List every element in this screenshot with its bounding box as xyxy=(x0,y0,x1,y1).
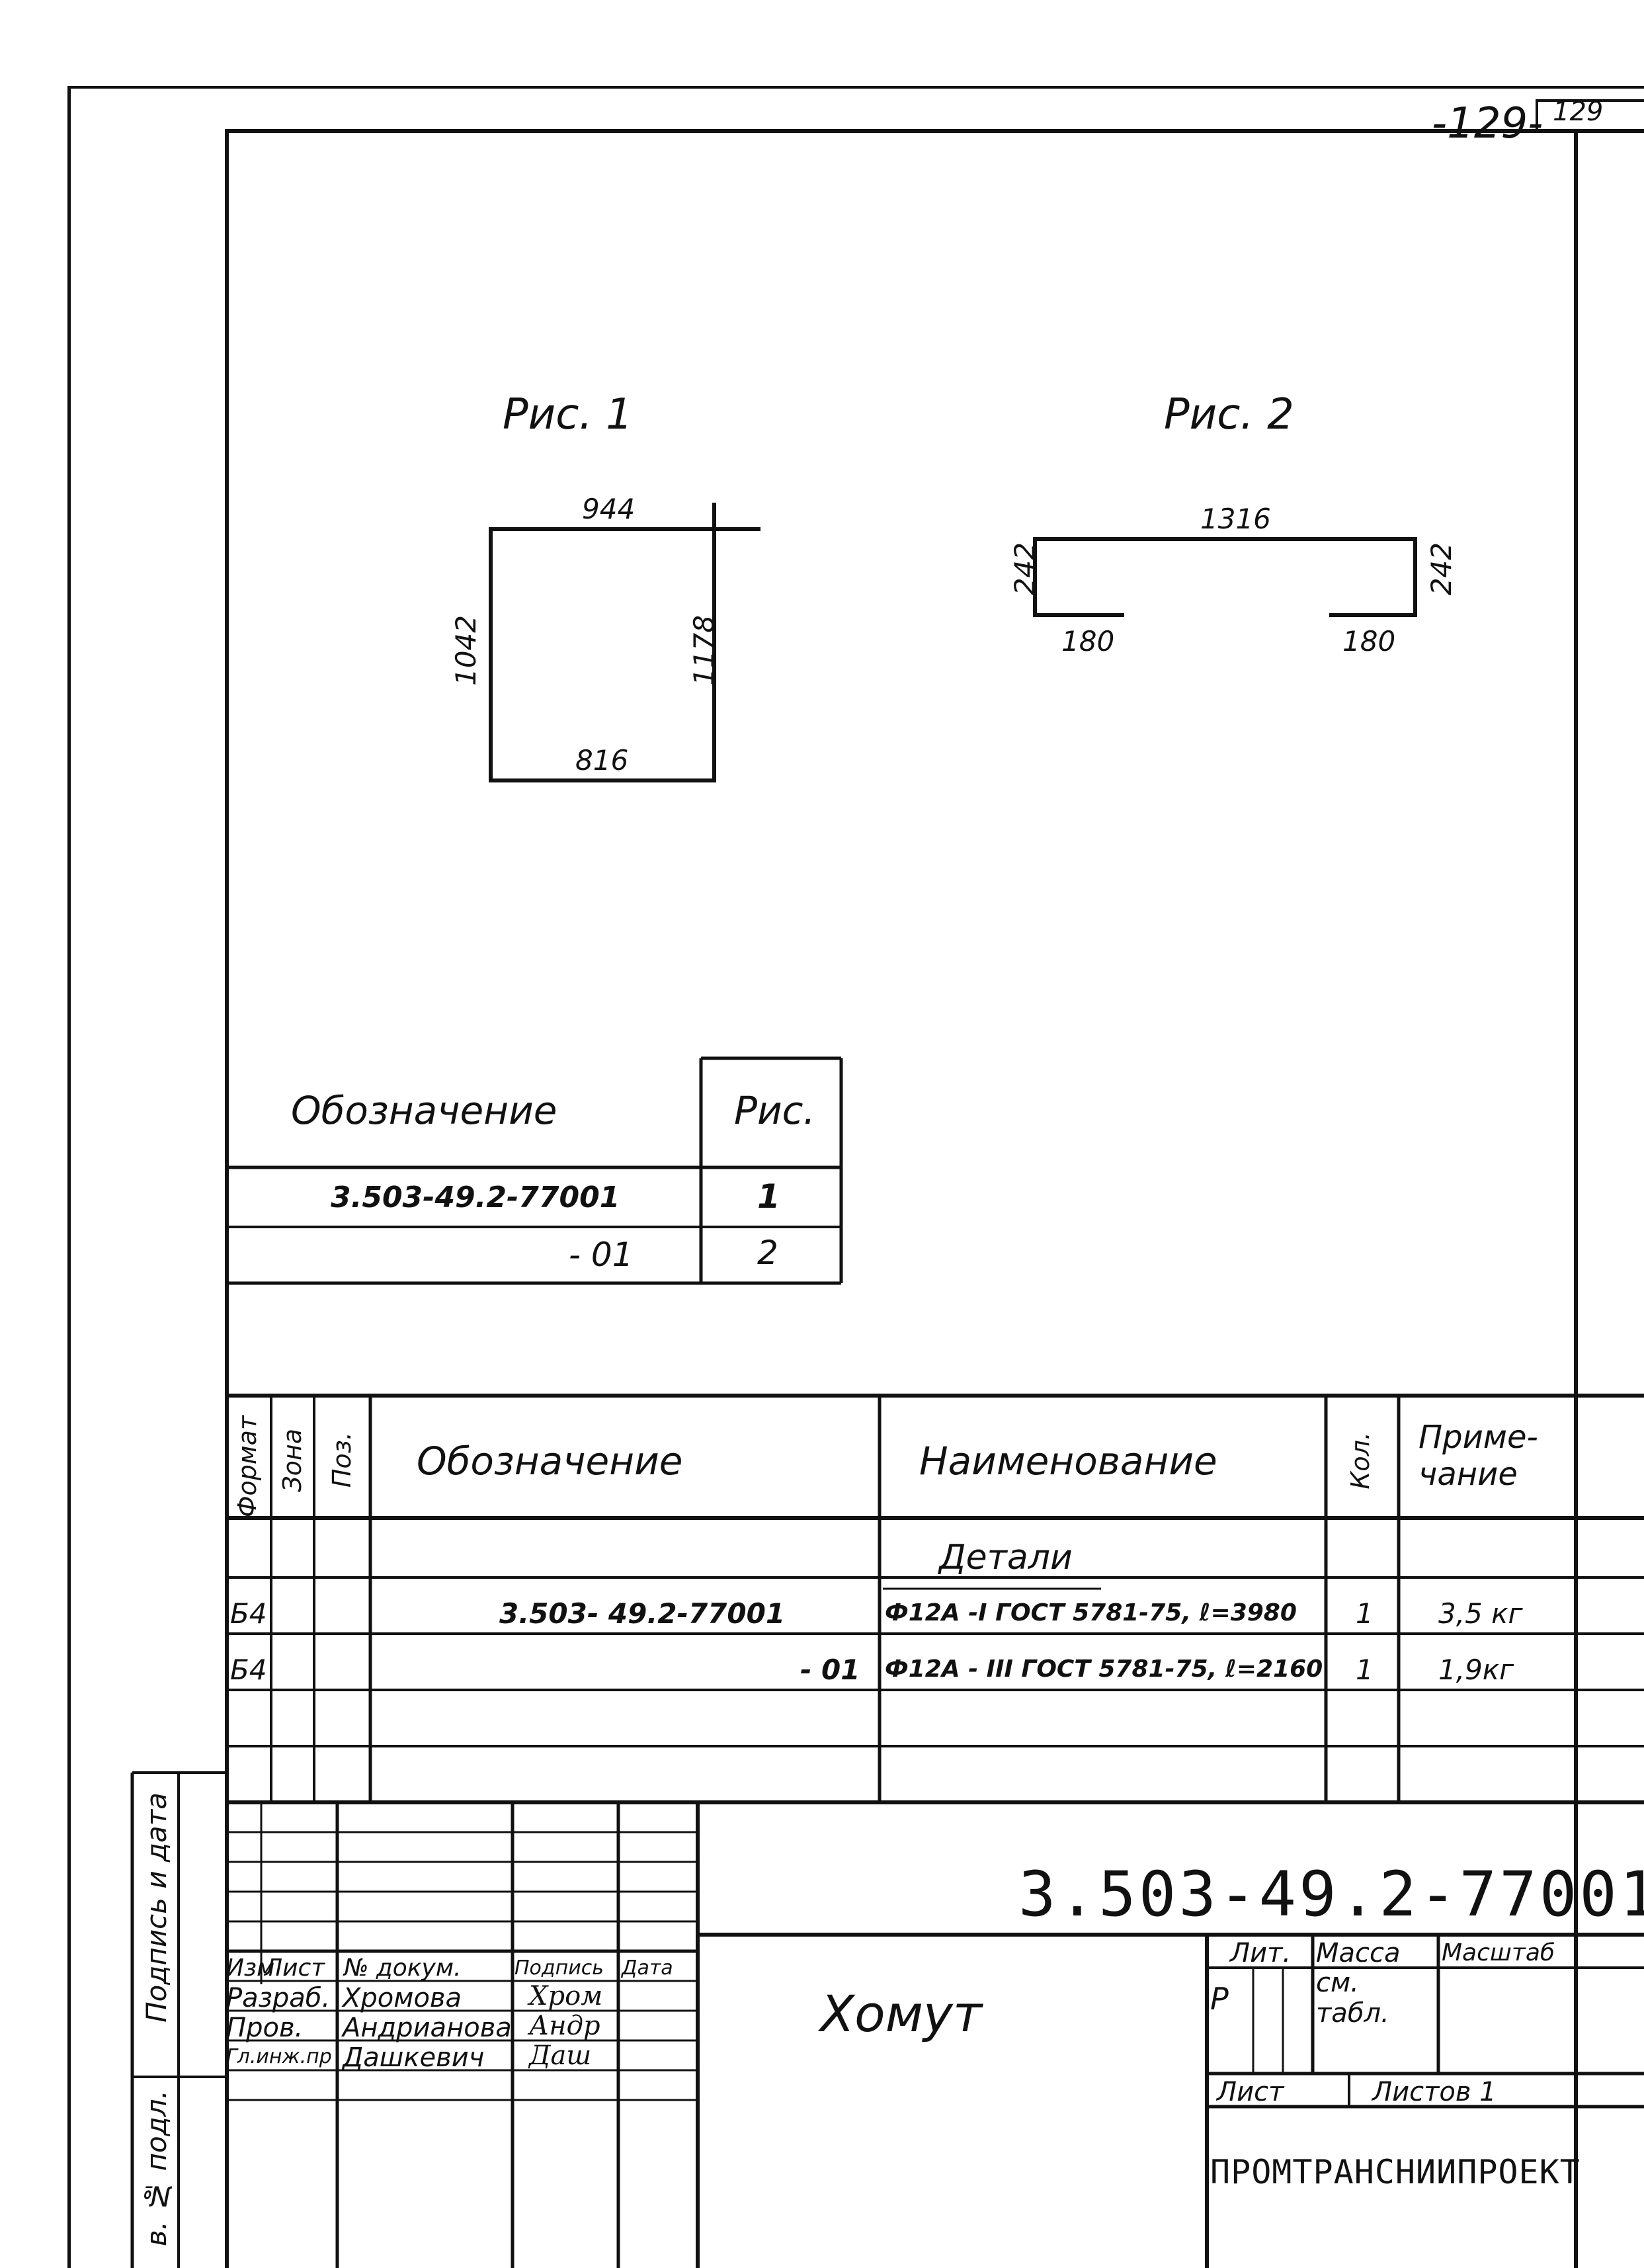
tb-sheet-label: Лист xyxy=(1217,2077,1284,2107)
tb-organization: ПРОМТРАНСНИИПРОЕКТ xyxy=(1210,2153,1581,2191)
spec-header-designation: Обозначение xyxy=(417,1439,683,1484)
figure2-dim-left-foot: 180 xyxy=(1061,625,1115,657)
tb-col-doc: № докум. xyxy=(344,1954,462,1982)
variant-header-figure: Рис. xyxy=(734,1088,815,1133)
tb-col-list: Лист xyxy=(265,1954,325,1982)
tb-mass-value: см. табл. xyxy=(1316,1968,1389,2029)
tb-name-checker: Андрианова xyxy=(343,2013,512,2043)
tb-lit-label: Лит. xyxy=(1230,1938,1292,1968)
spec-row2-designation: - 01 xyxy=(800,1654,860,1686)
tb-role-developer: Разраб. xyxy=(226,1983,331,2013)
figure1-dim-bottom: 816 xyxy=(575,744,629,777)
spec-row2-note: 1,9кг xyxy=(1438,1654,1514,1686)
title-block-code: 3.503-49.2-77001 xyxy=(1018,1859,1644,1931)
tb-role-checker: Пров. xyxy=(226,2013,304,2043)
figure1-title: Рис. 1 xyxy=(503,390,633,439)
tb-mass-label: Масса xyxy=(1316,1938,1401,1968)
tb-sig-chief-engineer: Даш xyxy=(529,2040,592,2071)
tb-col-izm: Изм xyxy=(226,1954,275,1982)
tb-sheets-label: Листов 1 xyxy=(1372,2077,1497,2107)
spec-row2-qty: 1 xyxy=(1356,1654,1374,1686)
figure1-dim-top: 944 xyxy=(582,493,636,525)
tb-lit-value: Р xyxy=(1210,1981,1229,2017)
sheet-corner-number: 129 xyxy=(1553,97,1604,127)
tb-role-chief-engineer: Гл.инж.пр xyxy=(226,2045,332,2068)
title-block-item-name: Хомут xyxy=(820,1984,983,2043)
figure2-dim-top: 1316 xyxy=(1200,503,1271,535)
page-number: -129- xyxy=(1432,99,1543,148)
variant-header-designation: Обозначение xyxy=(291,1088,557,1133)
spec-row1-name: Ф12А -I ГОСТ 5781-75, ℓ=3980 xyxy=(885,1599,1297,1626)
spec-row1-qty: 1 xyxy=(1356,1597,1374,1630)
drawing-frame xyxy=(225,129,1644,2268)
spec-row2-format: Б4 xyxy=(230,1654,267,1686)
figure1-loop xyxy=(489,527,716,782)
drawing-frame-right xyxy=(1574,129,1578,2268)
figure2-title: Рис. 2 xyxy=(1164,390,1294,439)
tb-col-sign: Подпись xyxy=(514,1956,604,1980)
tb-sig-developer: Хром xyxy=(529,1981,603,2011)
variant-row1-designation: 3.503-49.2-77001 xyxy=(331,1181,620,1214)
spec-row1-format: Б4 xyxy=(230,1597,267,1630)
outer-border-top xyxy=(67,86,1644,89)
outer-border-left xyxy=(67,86,71,2268)
variant-row2-designation: - 01 xyxy=(569,1236,634,1274)
side-label-grid xyxy=(130,1771,225,2268)
figure1-drawing xyxy=(489,503,1417,782)
figure2-bracket xyxy=(1033,537,1417,617)
variant-row1-figure: 1 xyxy=(757,1177,780,1216)
spec-header-note: Приме- чание xyxy=(1418,1419,1538,1493)
spec-header-name: Наименование xyxy=(919,1439,1217,1484)
variant-row2-figure: 2 xyxy=(757,1234,778,1272)
tb-col-date: Дата xyxy=(622,1956,673,1980)
spec-row1-designation: 3.503- 49.2-77001 xyxy=(499,1597,786,1630)
spec-section-details: Детали xyxy=(939,1538,1073,1577)
spec-row1-note: 3,5 кг xyxy=(1438,1597,1523,1630)
spec-row2-name: Ф12А - III ГОСТ 5781-75, ℓ=2160 xyxy=(885,1656,1323,1683)
sheet-corner-box xyxy=(1536,99,1644,130)
tb-name-developer: Хромова xyxy=(343,1983,462,2013)
tb-scale-label: Масштаб xyxy=(1442,1939,1555,1966)
tb-name-chief-engineer: Дашкевич xyxy=(343,2042,485,2073)
tb-sig-checker: Андр xyxy=(529,2011,600,2041)
figure2-dim-right-foot: 180 xyxy=(1342,625,1396,657)
variant-table-grid xyxy=(225,1056,843,1285)
